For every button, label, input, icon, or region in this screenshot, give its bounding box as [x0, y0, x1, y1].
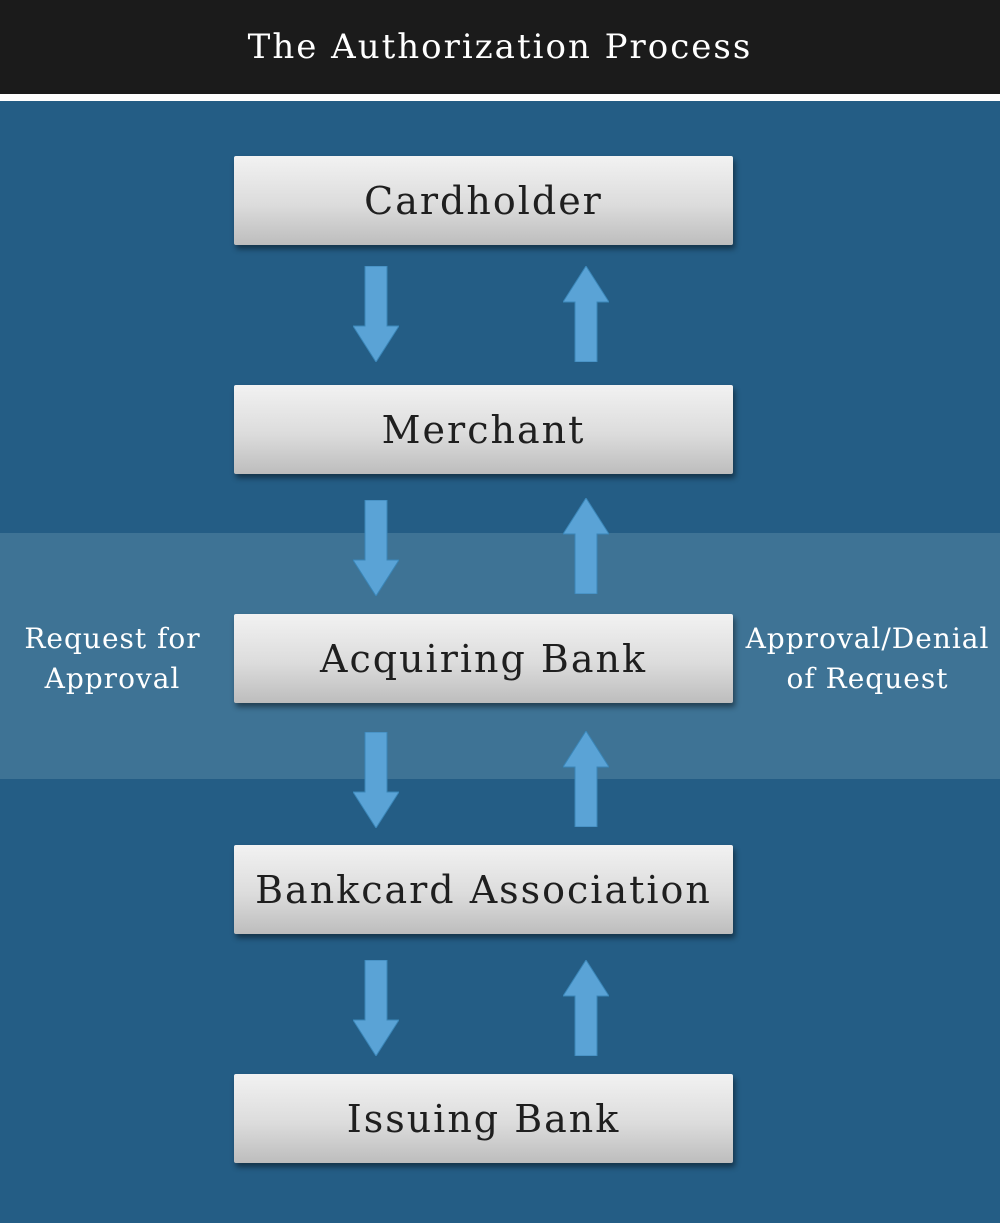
arrow-up-icon	[563, 731, 609, 827]
arrow-down-icon	[353, 732, 399, 828]
title-divider	[0, 94, 1000, 101]
arrow-down-icon	[353, 266, 399, 362]
arrow-up-icon	[563, 960, 609, 1056]
arrow-up-icon	[563, 266, 609, 362]
right-label-line-2: of Request	[786, 662, 949, 695]
request-for-approval-label: Request for Approval	[10, 619, 215, 699]
arrow-down-icon	[353, 960, 399, 1056]
right-label-line-1: Approval/Denial	[745, 622, 990, 655]
title-bar: The Authorization Process	[0, 0, 1000, 94]
node-acquiring-bank: Acquiring Bank	[234, 614, 733, 703]
node-label: Merchant	[381, 407, 586, 452]
node-label: Bankcard Association	[255, 867, 712, 912]
arrow-down-icon	[353, 500, 399, 596]
node-label: Acquiring Bank	[320, 636, 647, 681]
node-issuing-bank: Issuing Bank	[234, 1074, 733, 1163]
node-bankcard-association: Bankcard Association	[234, 845, 733, 934]
diagram-title: The Authorization Process	[247, 27, 753, 67]
arrow-up-icon	[563, 498, 609, 594]
approval-denial-label: Approval/Denial of Request	[740, 619, 995, 699]
node-merchant: Merchant	[234, 385, 733, 474]
left-label-line-2: Approval	[44, 662, 181, 695]
node-label: Cardholder	[364, 178, 603, 223]
node-cardholder: Cardholder	[234, 156, 733, 245]
left-label-line-1: Request for	[24, 622, 201, 655]
node-label: Issuing Bank	[346, 1096, 621, 1141]
